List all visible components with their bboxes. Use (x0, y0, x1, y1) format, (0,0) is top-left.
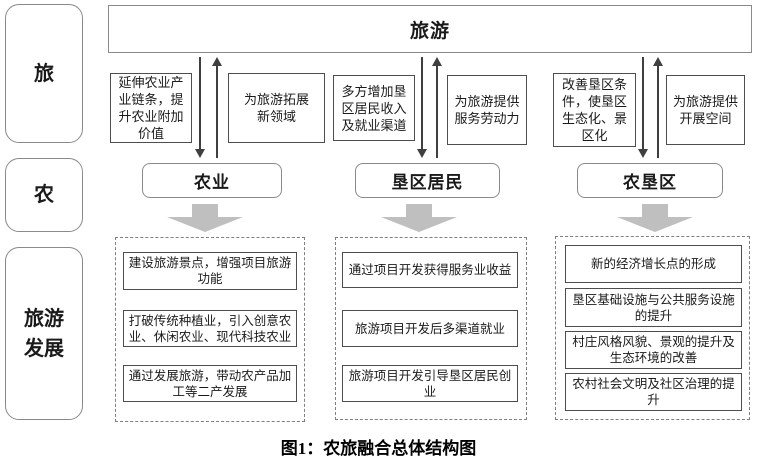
outcome-text: 建设旅游景点，增强项目旅游功能 (128, 256, 292, 286)
benefit-text: 为旅游提供开展空间 (672, 94, 738, 126)
outcome-box: 旅游项目开发引导垦区居民创业 (342, 365, 518, 402)
benefit-text: 延伸农业产业链条，提升农业附加价值 (118, 75, 184, 141)
benefit-box-tourism-to-agriculture: 延伸农业产业链条，提升农业附加价值 (110, 73, 192, 143)
benefit-box-reclamation-area-to-tourism: 为旅游提供开展空间 (666, 75, 745, 145)
benefit-box-tourism-to-reclamation-area: 改善垦区条件，使垦区生态化、景区化 (553, 73, 636, 147)
benefit-text: 为旅游拓展新领域 (243, 92, 309, 124)
outcome-text: 农村社会文明及社区治理的提升 (572, 377, 735, 407)
outcome-box: 通过项目开发获得服务业收益 (342, 252, 518, 288)
figure-caption: 图1：农旅融合总体结构图 (280, 439, 477, 458)
outcome-text: 通过项目开发获得服务业收益 (348, 263, 512, 277)
benefit-text: 改善垦区条件，使垦区生态化、景区化 (561, 77, 627, 143)
outcome-text: 村庄风格风貌、景观的提升及生态环境的改善 (572, 335, 735, 365)
side-label-agriculture: 农 (5, 158, 83, 232)
outcome-box: 村庄风格风貌、景观的提升及生态环境的改善 (565, 331, 742, 369)
benefit-text: 为旅游提供服务劳动力 (454, 94, 520, 126)
outcome-box: 农村社会文明及社区治理的提升 (565, 373, 742, 411)
benefit-box-agriculture-to-tourism: 为旅游拓展新领域 (228, 73, 325, 143)
side-label-agriculture-text: 农 (34, 184, 54, 206)
tourism-box-label: 旅游 (409, 20, 450, 42)
outcome-box: 旅游项目开发后多渠道就业 (342, 310, 518, 347)
entity-box-residents: 垦区居民 (355, 163, 500, 198)
outcome-text: 打破传统种植业，引入创意农业、休闲农业、现代科技农业 (128, 313, 292, 344)
down-arrow-icon (195, 57, 205, 158)
outcome-text: 旅游项目开发引导垦区居民创业 (348, 368, 512, 399)
tourism-box: 旅游 (108, 5, 752, 53)
outcome-box: 垦区基础设施与公共服务设施的提升 (565, 288, 742, 327)
side-label-tourism-development-text: 旅游发展 (24, 307, 64, 360)
benefit-text: 多方增加垦区居民收入及就业渠道 (341, 83, 407, 133)
side-label-tourism: 旅 (5, 4, 83, 143)
benefit-box-residents-to-tourism: 为旅游提供服务劳动力 (447, 75, 527, 145)
entity-label: 农垦区 (623, 173, 677, 192)
outcome-box: 新的经济增长点的形成 (565, 245, 742, 283)
flow-down-arrow-icon (381, 204, 457, 232)
outcome-box: 建设旅游景点，增强项目旅游功能 (123, 252, 297, 290)
outcome-box: 打破传统种植业，引入创意农业、休闲农业、现代科技农业 (123, 310, 297, 347)
side-label-tourism-text: 旅 (34, 62, 54, 85)
benefit-box-tourism-to-residents: 多方增加垦区居民收入及就业渠道 (333, 75, 415, 141)
down-arrow-icon (417, 57, 427, 158)
entity-box-reclamation-area: 农垦区 (577, 163, 723, 198)
down-arrow-icon (638, 57, 648, 158)
outcome-text: 新的经济增长点的形成 (590, 257, 716, 271)
flow-down-arrow-icon (617, 204, 693, 232)
side-label-tourism-development: 旅游发展 (5, 247, 83, 420)
outcome-box: 通过发展旅游，带动农产品加工等二产发展 (123, 365, 297, 402)
entity-label: 垦区居民 (391, 173, 464, 192)
outcome-text: 旅游项目开发后多渠道就业 (354, 321, 505, 336)
outcome-text: 垦区基础设施与公共服务设施的提升 (572, 292, 735, 323)
entity-box-agriculture: 农业 (142, 163, 282, 198)
up-arrow-icon (432, 57, 442, 158)
up-arrow-icon (653, 57, 663, 158)
up-arrow-icon (212, 57, 222, 158)
outcome-text: 通过发展旅游，带动农产品加工等二产发展 (128, 368, 292, 399)
entity-label: 农业 (194, 173, 230, 192)
flow-down-arrow-icon (167, 204, 243, 232)
